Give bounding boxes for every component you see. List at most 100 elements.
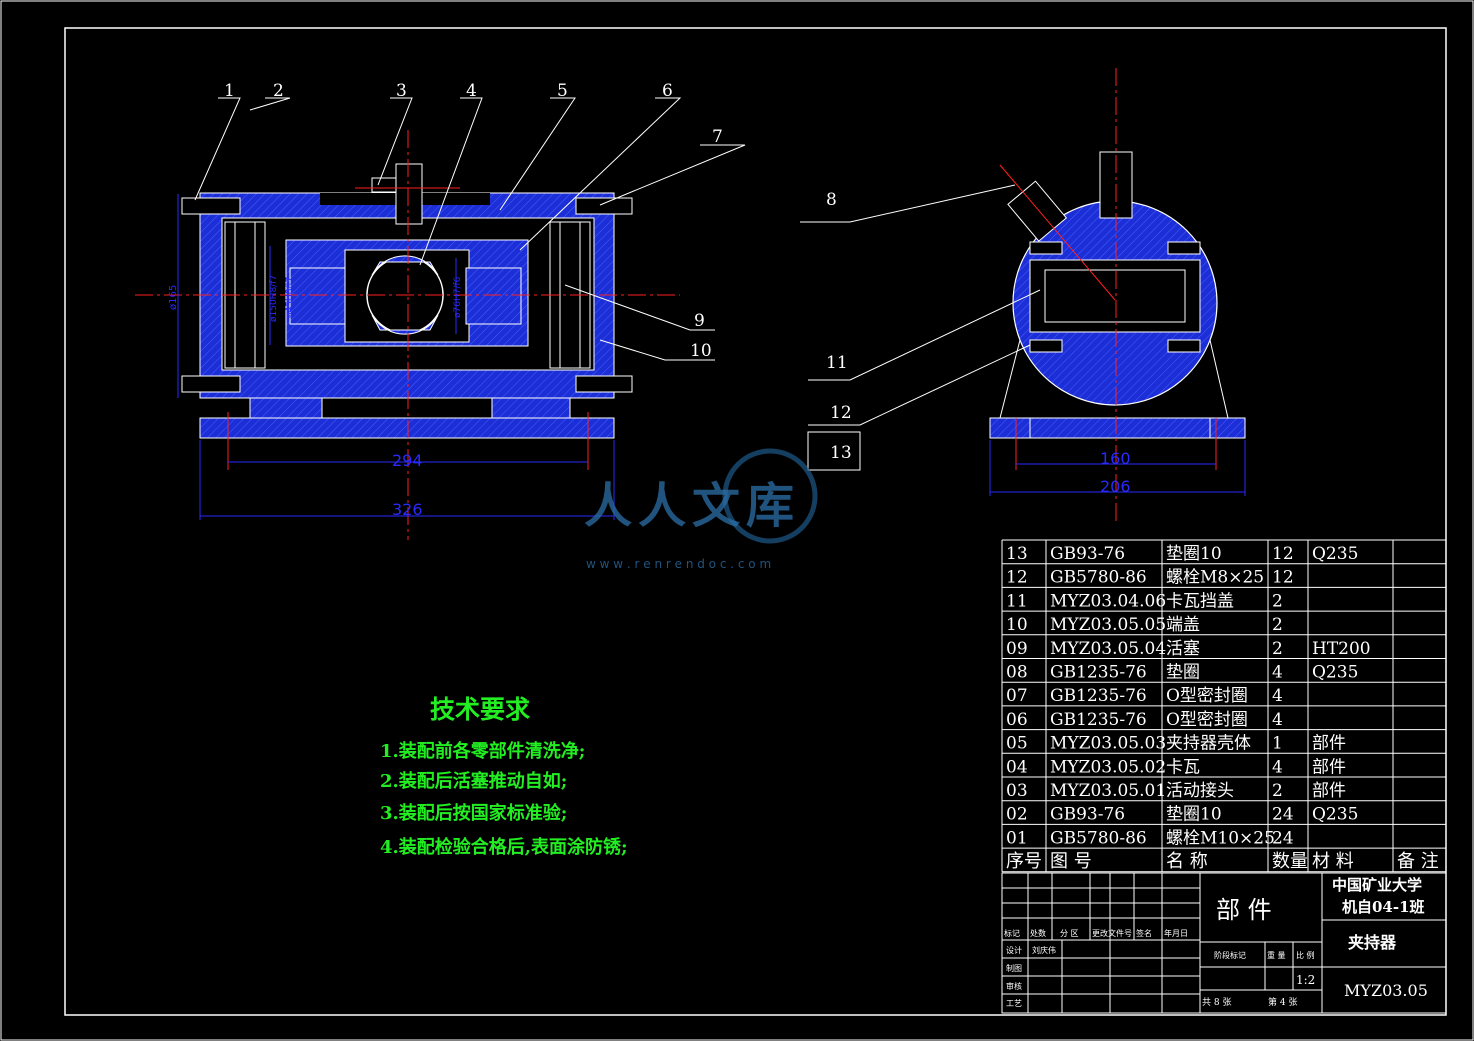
bolt-bottom-left — [181, 375, 241, 393]
bom-cell-name: O型密封圈 — [1166, 710, 1248, 730]
draw-label: 制图 — [1006, 963, 1022, 973]
bom-cell-name: 垫圈 — [1166, 663, 1200, 683]
rev-label-1: 处数 — [1030, 928, 1046, 938]
bom-cell-no: 06 — [1006, 710, 1028, 730]
title-weight-label: 重 量 — [1267, 950, 1286, 960]
leader-5 — [499, 97, 576, 211]
bom-cell-no: 11 — [1006, 591, 1028, 611]
bom-cell-qty: 2 — [1272, 591, 1283, 611]
balloon-3: 3 — [396, 81, 407, 101]
dim-326: 326 — [392, 500, 423, 519]
bom-cell-name: 螺栓M8×25 — [1166, 568, 1264, 588]
rev-label-3: 更改文件号 — [1092, 928, 1132, 938]
leader-9 — [564, 284, 715, 331]
balloon-2: 2 — [273, 81, 284, 101]
rev-label-0: 标记 — [1004, 928, 1020, 938]
leader-8 — [800, 184, 1016, 223]
design-label: 设计 — [1006, 945, 1022, 955]
bom-cell-no: 05 — [1006, 734, 1028, 754]
rev-label-5: 年月日 — [1164, 928, 1188, 938]
balloon-13: 13 — [830, 443, 852, 463]
bom-cell-code: GB1235-76 — [1050, 663, 1147, 683]
dim-fit-45: ø45H8/f7 — [285, 277, 295, 318]
piston-right — [465, 267, 522, 325]
fitting-body — [395, 163, 423, 225]
bom-cell-qty: 12 — [1272, 568, 1294, 588]
dim-fit-150: ø150H8/f7 — [269, 275, 279, 322]
base-plate — [199, 417, 615, 439]
bom-cell-material: 部件 — [1312, 781, 1346, 801]
dim-206: 206 — [1100, 477, 1131, 496]
balloon-7: 7 — [712, 127, 723, 147]
bom-header-name: 名 称 — [1166, 851, 1208, 872]
bom-cell-code: MYZ03.04.06 — [1050, 591, 1166, 611]
bom-cell-no: 03 — [1006, 781, 1028, 801]
tech-req-item-3: 3.装配后按国家标准验; — [380, 802, 567, 824]
bom-cell-qty: 4 — [1272, 663, 1283, 683]
dim-160: 160 — [1100, 449, 1131, 468]
tech-req-item-4: 4.装配检验合格后,表面涂防锈; — [380, 836, 628, 858]
balloon-5: 5 — [557, 81, 568, 101]
bom-cell-name: 活动接头 — [1166, 781, 1234, 801]
piston-left — [289, 267, 346, 325]
bom-cell-name: 垫圈10 — [1166, 544, 1222, 564]
jaw-lower — [371, 314, 439, 335]
bolt-top-left — [181, 197, 241, 215]
bom-cell-material: Q235 — [1312, 663, 1358, 683]
bom-cell-code: GB5780-86 — [1050, 568, 1147, 588]
tech-req-title: 技术要求 — [430, 695, 530, 724]
bom-cell-material: 部件 — [1312, 734, 1346, 754]
balloon-6: 6 — [662, 81, 673, 101]
leader-6 — [519, 97, 682, 251]
front-section-view — [135, 97, 746, 540]
bom-cell-code: GB1235-76 — [1050, 710, 1147, 730]
title-scale-label: 比 例 — [1296, 950, 1315, 960]
bom-cell-qty: 1 — [1272, 734, 1283, 754]
bom-cell-code: GB1235-76 — [1050, 686, 1147, 706]
bom-cell-code: MYZ03.05.03 — [1050, 734, 1166, 754]
tech-req-item-1: 1.装配前各零部件清洗净; — [380, 740, 585, 762]
bom-cell-name: 垫圈10 — [1166, 805, 1222, 825]
rev-label-4: 签名 — [1136, 928, 1152, 938]
tech-req-item-2: 2.装配后活塞推动自如; — [380, 770, 567, 792]
bom-header-material: 材 料 — [1312, 851, 1354, 872]
leader-7 — [599, 144, 746, 206]
title-component: 部 件 — [1216, 896, 1272, 924]
bom-cell-name: 螺栓M10×25 — [1166, 828, 1275, 848]
bom-cell-name: 卡瓦 — [1166, 757, 1200, 777]
bom-cell-name: 夹持器壳体 — [1166, 734, 1251, 754]
designer-name: 刘庆伟 — [1032, 945, 1056, 955]
bom-header-no: 序号 — [1006, 851, 1042, 872]
title-class: 机自04-1班 — [1342, 898, 1425, 916]
bom-cell-name: O型密封圈 — [1166, 686, 1248, 706]
bom-cell-qty: 4 — [1272, 710, 1283, 730]
check-label: 审核 — [1006, 981, 1022, 991]
dim-165: ø165 — [168, 285, 179, 310]
bom-cell-material: HT200 — [1312, 639, 1371, 659]
bom-cell-qty: 2 — [1272, 639, 1283, 659]
bom-cell-material: Q235 — [1312, 544, 1358, 564]
bom-cell-qty: 24 — [1272, 828, 1294, 848]
bom-cell-code: MYZ03.05.05 — [1050, 615, 1166, 635]
balloon-11: 11 — [826, 353, 848, 373]
balloon-8: 8 — [826, 190, 837, 210]
rev-label-2: 分 区 — [1060, 929, 1079, 938]
bom-cell-name: 活塞 — [1166, 639, 1200, 659]
bom-cell-qty: 2 — [1272, 781, 1283, 801]
bom-cell-material: 部件 — [1312, 757, 1346, 777]
bom-header-qty: 数量 — [1272, 851, 1308, 872]
balloon-1: 1 — [224, 81, 235, 101]
bom-cell-qty: 24 — [1272, 805, 1294, 825]
bom-cell-qty: 4 — [1272, 757, 1283, 777]
bom-cell-no: 09 — [1006, 639, 1028, 659]
leader-3 — [377, 97, 413, 186]
leader-11 — [808, 289, 1041, 381]
balloon-12: 12 — [830, 403, 852, 423]
bom-cell-code: MYZ03.05.02 — [1050, 757, 1166, 777]
watermark-logo-text: 人人文库 — [584, 478, 800, 534]
bom-cell-name: 卡瓦挡盖 — [1166, 591, 1234, 611]
leader-2 — [249, 97, 291, 111]
balloon-9: 9 — [694, 311, 705, 331]
